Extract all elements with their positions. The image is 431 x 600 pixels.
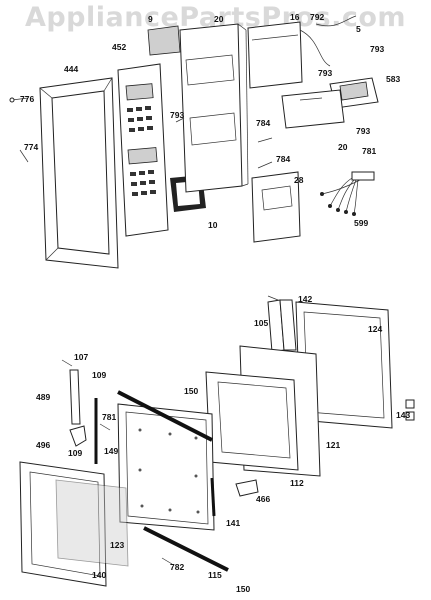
callout-124: 124 bbox=[368, 324, 382, 334]
callout-489: 489 bbox=[36, 392, 50, 402]
callout-776: 776 bbox=[20, 94, 34, 104]
part-115-inner-door bbox=[117, 403, 215, 531]
callout-107: 107 bbox=[74, 352, 88, 362]
part-105-hinge bbox=[267, 299, 297, 353]
part-496-lever bbox=[69, 425, 87, 447]
callout-784-b: 784 bbox=[276, 154, 290, 164]
part-444-door-frame bbox=[39, 77, 119, 269]
callout-105: 105 bbox=[254, 318, 268, 328]
callout-149: 149 bbox=[104, 446, 118, 456]
callout-583: 583 bbox=[386, 74, 400, 84]
callout-782: 782 bbox=[170, 562, 184, 572]
callout-781-a: 781 bbox=[362, 146, 376, 156]
callout-140: 140 bbox=[92, 570, 106, 580]
callout-142: 142 bbox=[298, 294, 312, 304]
part-28-plate bbox=[251, 171, 301, 243]
callout-16: 16 bbox=[290, 12, 300, 22]
callout-9: 9 bbox=[148, 14, 153, 24]
part-150-gasket bbox=[117, 390, 229, 572]
callout-115: 115 bbox=[208, 570, 222, 580]
callout-5: 5 bbox=[356, 24, 361, 34]
callout-150-a: 150 bbox=[184, 386, 198, 396]
callout-793-b: 793 bbox=[318, 68, 332, 78]
callout-793-d: 793 bbox=[356, 126, 370, 136]
callout-774: 774 bbox=[24, 142, 38, 152]
part-466-clip bbox=[235, 479, 259, 497]
callout-781-b: 781 bbox=[102, 412, 116, 422]
callout-20: 20 bbox=[214, 14, 224, 24]
callout-452: 452 bbox=[112, 42, 126, 52]
callout-784-a: 784 bbox=[256, 118, 270, 128]
callout-141: 141 bbox=[226, 518, 240, 528]
part-141-strip bbox=[210, 477, 216, 517]
callout-123: 123 bbox=[110, 540, 124, 550]
part-143-hardware bbox=[405, 399, 415, 421]
callout-793-c: 793 bbox=[170, 110, 184, 120]
callout-121: 121 bbox=[326, 440, 340, 450]
callout-150-b: 150 bbox=[236, 584, 250, 594]
callout-20-b: 20 bbox=[338, 142, 348, 152]
callout-109-b: 109 bbox=[68, 448, 82, 458]
part-20-control-housing bbox=[179, 23, 249, 193]
callout-466: 466 bbox=[256, 494, 270, 504]
callout-496: 496 bbox=[36, 440, 50, 450]
callout-28: 28 bbox=[294, 175, 304, 185]
part-16-circuit-board bbox=[247, 21, 303, 89]
callout-109-a: 109 bbox=[92, 370, 106, 380]
part-140-outer-door bbox=[19, 461, 107, 587]
callout-labels: 9 20 16 792 5 452 444 793 793 793 793 58… bbox=[20, 12, 410, 594]
callout-143: 143 bbox=[396, 410, 410, 420]
part-452-control-panel bbox=[117, 63, 169, 237]
callout-10: 10 bbox=[208, 220, 218, 230]
part-489-latch bbox=[69, 369, 81, 425]
part-112-frame bbox=[205, 371, 299, 471]
part-599-wire-harness bbox=[320, 171, 375, 216]
callout-792: 792 bbox=[310, 12, 324, 22]
callout-444: 444 bbox=[64, 64, 78, 74]
callout-793-a: 793 bbox=[370, 44, 384, 54]
callout-112: 112 bbox=[290, 478, 304, 488]
part-123-door-glass bbox=[55, 479, 129, 567]
callout-599: 599 bbox=[354, 218, 368, 228]
part-20-bracket bbox=[281, 89, 345, 129]
part-9-plate bbox=[147, 25, 181, 56]
